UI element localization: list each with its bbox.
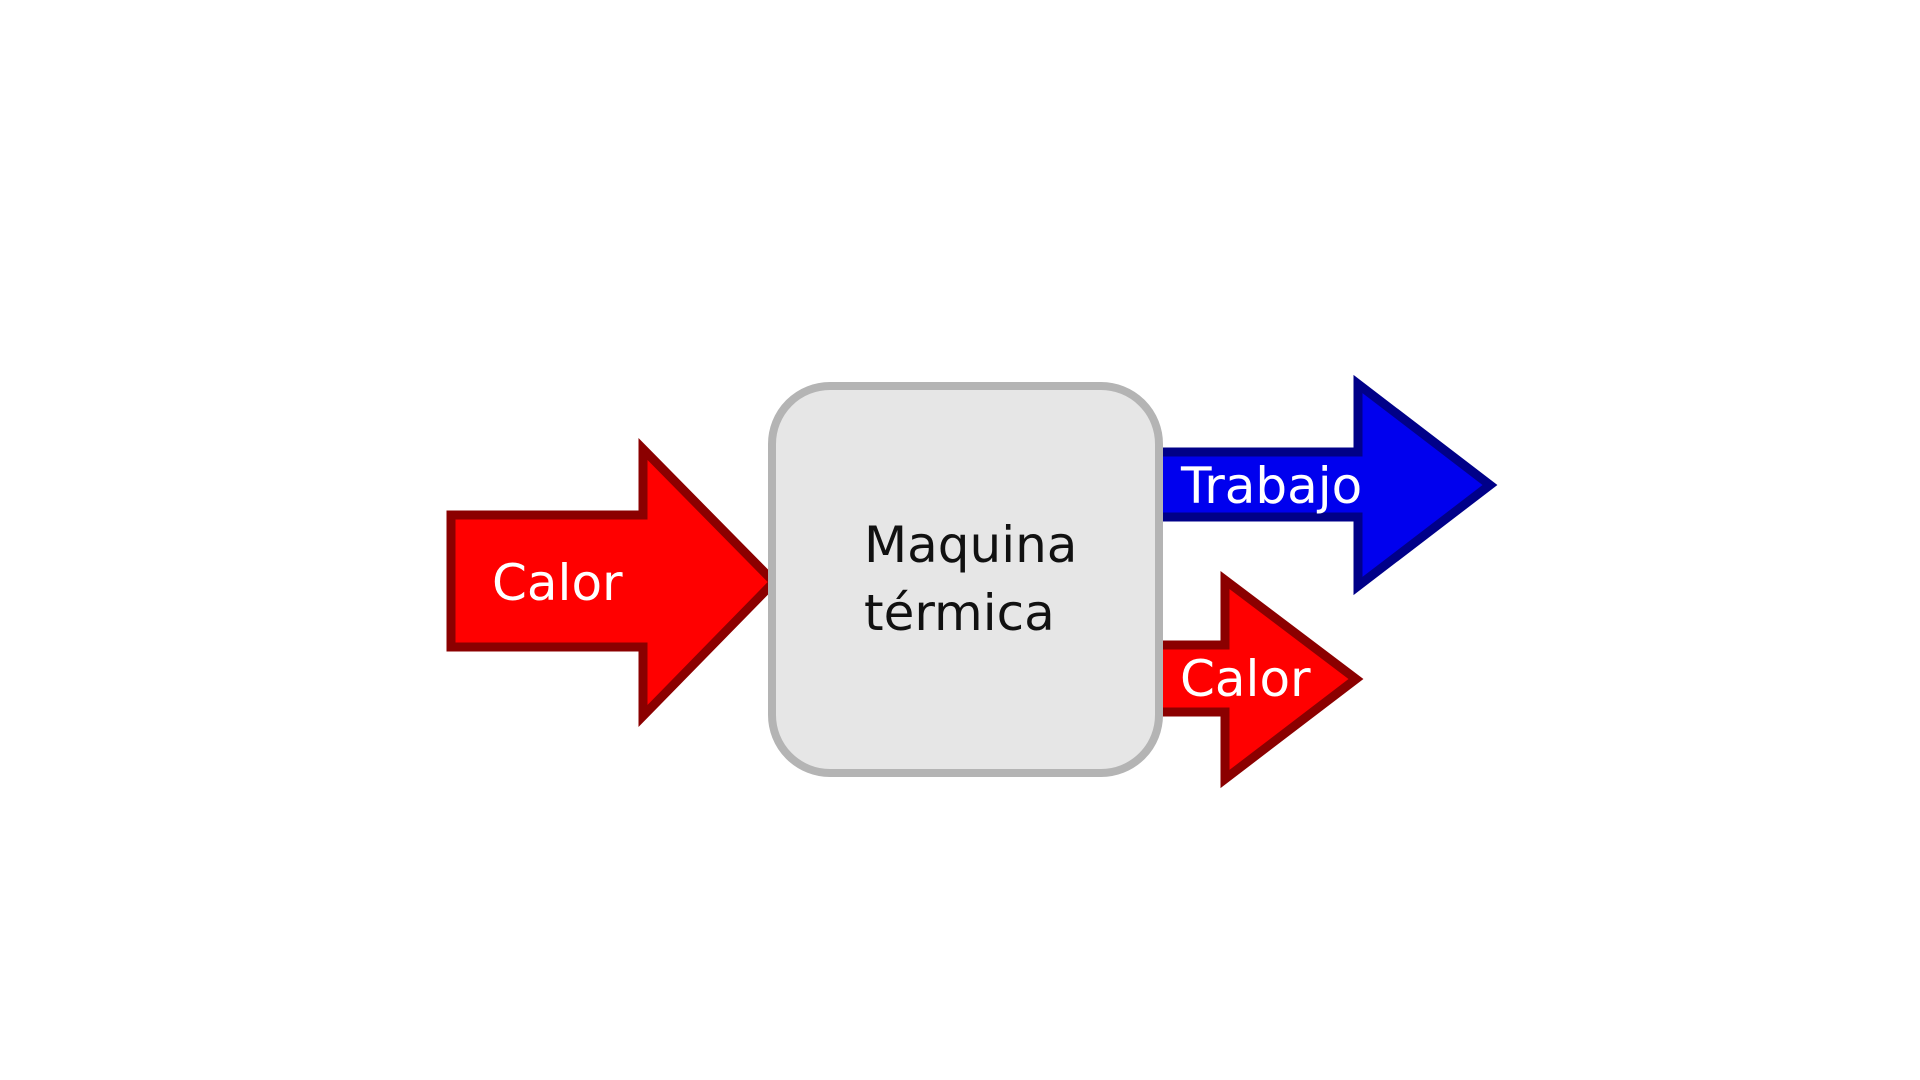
heat-output-arrow bbox=[1153, 570, 1364, 789]
heat-engine-label-line2: térmica bbox=[864, 584, 1055, 642]
heat-engine-box bbox=[768, 382, 1163, 777]
work-output-arrow bbox=[1153, 374, 1498, 596]
work-output-label: Trabajo bbox=[1180, 457, 1362, 515]
heat-input-arrow bbox=[446, 438, 781, 728]
heat-input-label: Calor bbox=[492, 554, 623, 612]
heat-output-label: Calor bbox=[1180, 650, 1311, 708]
heat-engine-label-line1: Maquina bbox=[864, 516, 1077, 574]
